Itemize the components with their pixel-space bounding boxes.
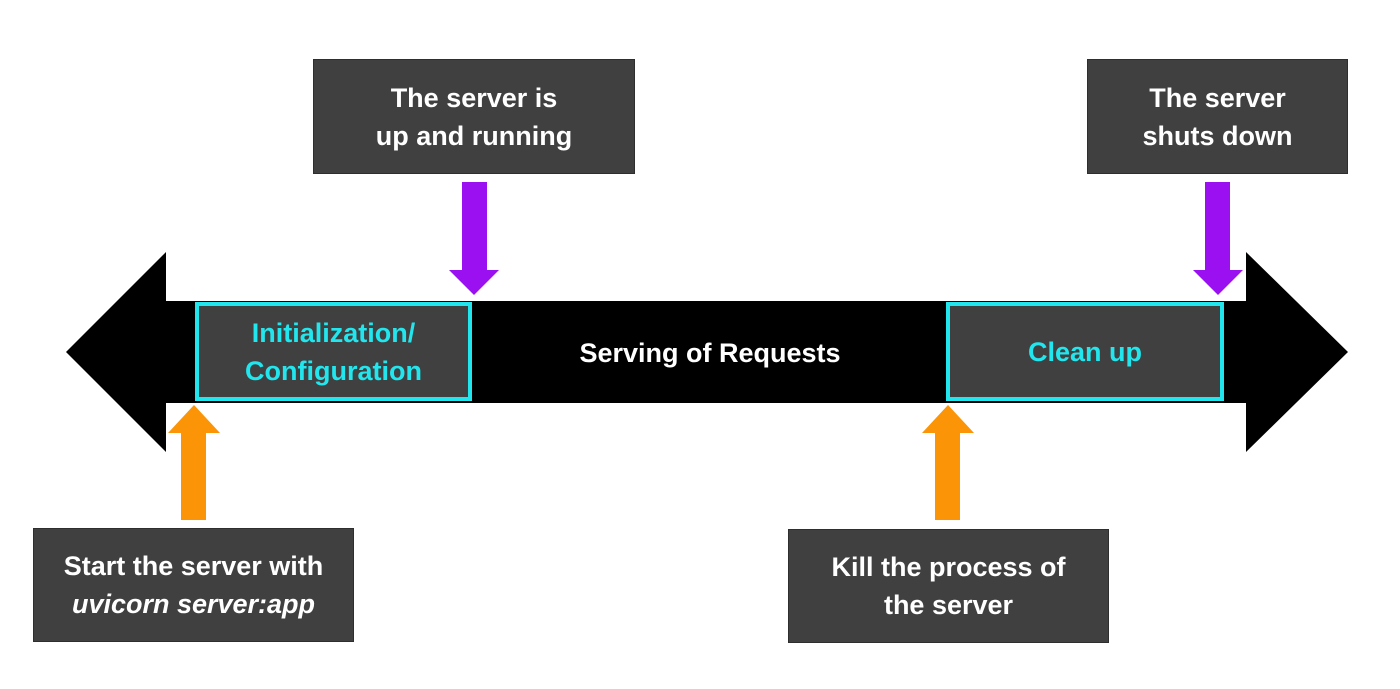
event-server-up: The server is up and running [313, 59, 635, 174]
serving-label-text: Serving of Requests [579, 338, 841, 368]
stage-cleanup-label: Clean up [1027, 336, 1142, 367]
orange-up-arrow [168, 405, 220, 520]
event-start-server: Start the server with uvicorn server:app [33, 528, 354, 642]
event-kill-process: Kill the process of the server [788, 529, 1109, 643]
serving-label: Serving of Requests [480, 334, 940, 372]
event-kill-line2: the server [883, 590, 1014, 620]
stage-cleanup: Clean up [946, 302, 1224, 401]
event-down-line2: shuts down [1142, 120, 1293, 151]
event-start-command: uvicorn server:app [71, 589, 316, 619]
event-up-line2: up and running [375, 120, 573, 151]
stage-init-line2: Configuration [245, 355, 422, 386]
purple-down-arrow [449, 182, 499, 295]
event-start-line1: Start the server with [63, 551, 324, 581]
stage-init-line1: Initialization/ [251, 317, 416, 348]
orange-up-arrow [922, 405, 974, 520]
event-up-line1: The server is [390, 82, 558, 113]
stage-initialization: Initialization/ Configuration [195, 302, 472, 401]
event-kill-line1: Kill the process of [831, 552, 1066, 582]
event-server-down: The server shuts down [1087, 59, 1348, 174]
purple-down-arrow [1193, 182, 1243, 295]
event-down-line1: The server [1149, 82, 1286, 113]
